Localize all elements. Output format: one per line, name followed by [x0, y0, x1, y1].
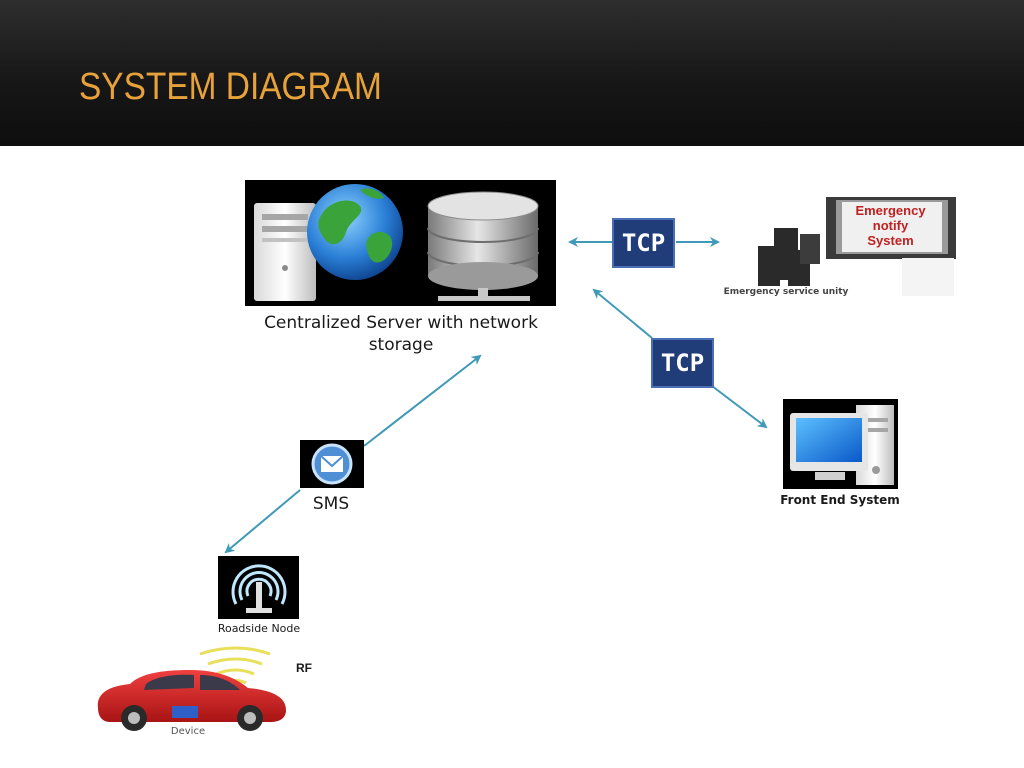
tcp-label-top: TCP	[612, 218, 675, 268]
device-caption: Device	[170, 726, 206, 737]
envelope-icon	[300, 440, 364, 488]
emergency-panel-icon	[758, 197, 956, 296]
front-end-caption: Front End System	[780, 493, 900, 507]
server-rack-icon	[758, 228, 820, 286]
sms-caption: SMS	[312, 494, 350, 514]
emergency-sign: Emergency notify System	[843, 203, 938, 248]
emergency-sign-line-2: notify	[872, 218, 909, 233]
server-panel	[245, 180, 556, 306]
server-tower-icon	[254, 203, 316, 301]
arrow-server-roadside	[224, 354, 482, 554]
roadside-node-caption: Roadside Node	[217, 622, 301, 635]
slide-title: SYSTEM DIAGRAM	[79, 66, 382, 108]
database-icon	[427, 191, 539, 301]
slide-header: SYSTEM DIAGRAM	[0, 0, 1024, 146]
tcp-label-middle: TCP	[651, 338, 714, 388]
emergency-caption: Emergency service unity	[723, 287, 849, 297]
car-icon	[97, 670, 286, 731]
server-caption: Centralized Server with network storage	[264, 313, 538, 355]
emergency-sign-line-1: Emergency	[855, 203, 926, 218]
emergency-sign-line-3: System	[867, 233, 914, 248]
rf-label: RF	[296, 661, 312, 675]
desktop-computer-icon	[783, 399, 898, 489]
globe-icon	[307, 184, 403, 280]
arrow-server-frontend	[592, 288, 768, 429]
antenna-icon	[218, 556, 299, 619]
